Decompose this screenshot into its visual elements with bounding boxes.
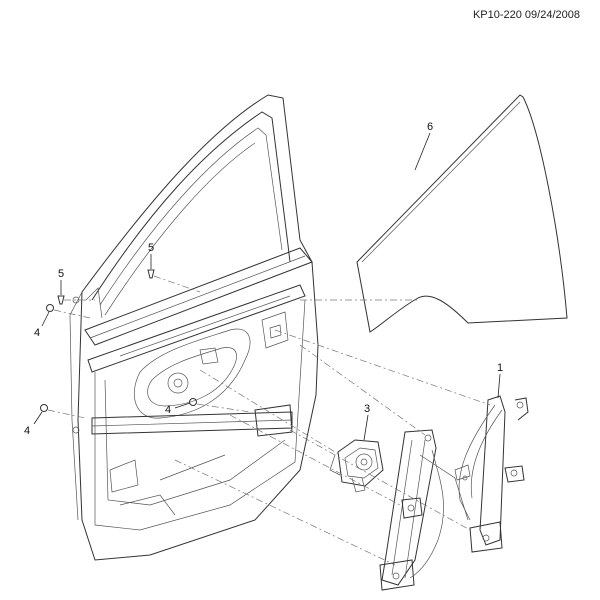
- regulator-motor: [329, 439, 384, 493]
- alignment-lines: [47, 275, 491, 566]
- callout-leaders: [33, 132, 501, 441]
- nut-icon: [46, 304, 54, 312]
- nut-icon: [40, 404, 48, 412]
- callout-4-lower: 4: [24, 425, 30, 437]
- drawing-reference: KP10-220 09/24/2008: [472, 9, 580, 21]
- nut-icon: [189, 398, 197, 406]
- bolt-icon: [57, 295, 65, 305]
- window-regulator: [379, 395, 529, 591]
- callout-5-left: 5: [58, 268, 64, 280]
- callout-5-center: 5: [148, 242, 154, 254]
- callout-4-center: 4: [165, 404, 171, 416]
- callout-4-upper: 4: [34, 327, 40, 339]
- callout-3: 3: [364, 403, 370, 415]
- bolt-icon: [147, 269, 155, 279]
- door-shell: [69, 94, 319, 561]
- window-glass: [356, 94, 568, 333]
- callout-6: 6: [427, 121, 433, 133]
- fasteners: [40, 269, 197, 412]
- callout-1: 1: [497, 362, 503, 374]
